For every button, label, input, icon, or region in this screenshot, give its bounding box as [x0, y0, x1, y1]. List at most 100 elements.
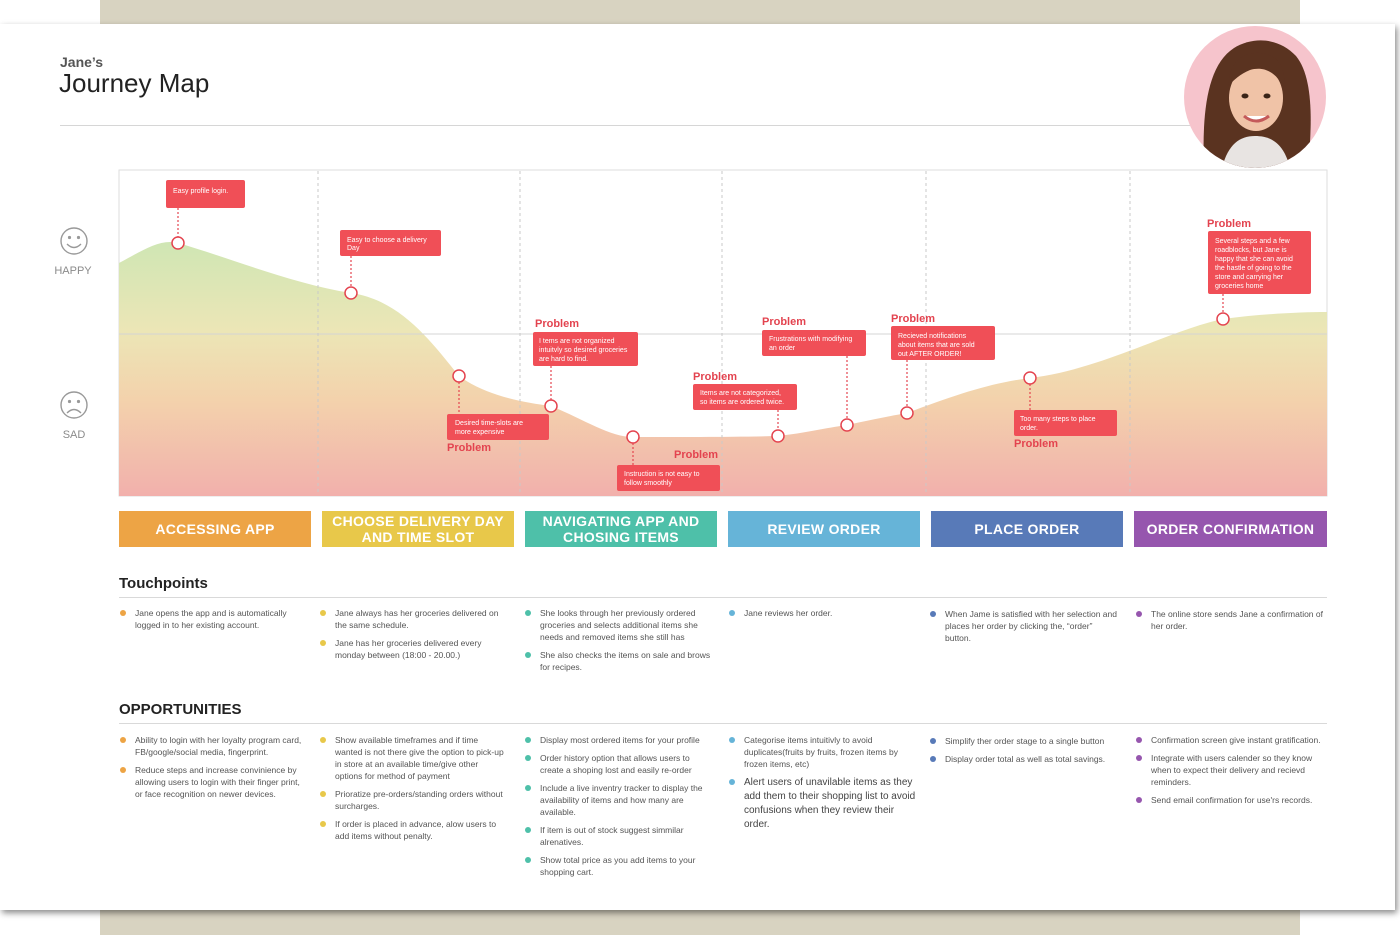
problem-label: Problem [674, 449, 718, 461]
list-item: Reduce steps and increase convinience by… [119, 764, 307, 800]
note-line: Day [347, 245, 360, 252]
note-line: Recieved notifications [898, 333, 967, 340]
list-item: Display most ordered items for your prof… [524, 734, 712, 746]
bullet-dot [525, 610, 531, 616]
stage-navigating-app: NAVIGATING APP AND CHOSING ITEMS [525, 511, 717, 547]
sad-label: SAD [63, 429, 86, 441]
note-line: more expensive [455, 429, 505, 436]
bullet-dot [525, 652, 531, 658]
note-line: happy that she can avoid [1215, 256, 1293, 263]
top-backdrop-band [100, 0, 1300, 24]
note-line: Easy profile login. [173, 188, 228, 195]
bullet-dot [1136, 611, 1142, 617]
persona-name: Jane’s [60, 54, 104, 70]
bullet-dot [525, 785, 531, 791]
avatar [1184, 26, 1326, 168]
list-item: Jane opens the app and is automatically … [119, 607, 307, 631]
happy-label: HAPPY [54, 265, 92, 277]
touchpoints-divider [119, 597, 1327, 598]
list-item: Jane always has her groceries delivered … [319, 607, 507, 631]
bullet-dot [320, 791, 326, 797]
stage-order-confirmation: ORDER CONFIRMATION [1134, 511, 1327, 547]
sad-face-icon [60, 391, 88, 419]
list-item: Simplify ther order stage to a single bu… [929, 735, 1117, 747]
note-easy-delivery-day: Easy to choose a delivery Day [340, 230, 441, 300]
bullet-dot [930, 611, 936, 617]
touchpoints-col-review: Jane reviews her order. [728, 607, 916, 625]
bullet-dot [525, 737, 531, 743]
note-problem-not-organized: Problem I tems are not organized intuitv… [533, 318, 638, 413]
list-item: Jane reviews her order. [728, 607, 916, 619]
list-item: If order is placed in advance, alow user… [319, 818, 507, 842]
stage-place-order: PLACE ORDER [931, 511, 1123, 547]
note-problem-too-many-steps: Too many steps to place order. Problem [1014, 371, 1117, 450]
list-item: Include a live inventry tracker to displ… [524, 782, 712, 818]
note-line: are hard to find. [539, 356, 588, 363]
note-problem-time-slots: Desired time-slots are more expensive Pr… [447, 369, 549, 454]
bullet-dot [120, 737, 126, 743]
problem-label: Problem [693, 371, 737, 383]
note-line: Items are not categorized, [700, 390, 781, 397]
opportunities-col-accessing: Ability to login with her loyalty progra… [119, 734, 307, 806]
problem-label: Problem [1014, 438, 1058, 450]
list-item: Categorise items intuitivly to avoid dup… [728, 734, 918, 770]
note-line: store and carrying her [1215, 274, 1284, 281]
bullet-dot [525, 827, 531, 833]
list-item: Integrate with users calender so they kn… [1135, 752, 1327, 788]
opportunities-divider [119, 723, 1327, 724]
list-item: Alert users of unavilable items as they … [728, 776, 918, 832]
list-item: She looks through her previously ordered… [524, 607, 712, 643]
problem-label: Problem [1207, 218, 1251, 230]
note-line: Several steps and a few [1215, 238, 1291, 245]
bottom-backdrop-band [100, 910, 1300, 935]
bullet-dot [320, 737, 326, 743]
note-line: about items that are sold [898, 342, 975, 349]
note-line: the hastle of going to the [1215, 265, 1292, 272]
note-line: out AFTER ORDER! [898, 351, 961, 358]
problem-label: Problem [535, 318, 579, 330]
list-item: The online store sends Jane a confirmati… [1135, 608, 1323, 632]
note-line: Too many steps to place [1020, 416, 1096, 423]
stage-review-order: REVIEW ORDER [728, 511, 920, 547]
opportunities-col-review: Categorise items intuitivly to avoid dup… [728, 734, 918, 838]
problem-label: Problem [447, 442, 491, 454]
note-line: groceries home [1215, 283, 1263, 290]
list-item: When Jame is satisfied with her selectio… [929, 608, 1117, 644]
list-item: Send email confirmation for use'rs recor… [1135, 794, 1327, 806]
bullet-dot [1136, 797, 1142, 803]
bullet-dot [525, 755, 531, 761]
note-line: I tems are not organized [539, 338, 615, 345]
bullet-dot [120, 610, 126, 616]
touchpoints-col-confirmation: The online store sends Jane a confirmati… [1135, 608, 1323, 638]
bullet-dot [1136, 755, 1142, 761]
opportunities-heading: OPPORTUNITIES [119, 701, 242, 718]
bullet-dot [729, 737, 735, 743]
list-item: Order history option that allows users t… [524, 752, 712, 776]
list-item: Show total price as you add items to you… [524, 854, 712, 878]
header-divider [60, 125, 1190, 126]
touchpoints-heading: Touchpoints [119, 575, 208, 592]
list-item: Confirmation screen give instant gratifi… [1135, 734, 1327, 746]
note-line: order. [1020, 425, 1038, 432]
opportunities-col-confirmation: Confirmation screen give instant gratifi… [1135, 734, 1327, 812]
list-item: She also checks the items on sale and br… [524, 649, 712, 673]
note-problem-sold-out: Problem Recieved notifications about ite… [891, 313, 995, 420]
bullet-dot [729, 779, 735, 785]
note-line: follow smoothly [624, 480, 672, 487]
note-line: Instruction is not easy to [624, 471, 700, 478]
note-problem-roadblocks: Problem Several steps and a few roadbloc… [1207, 218, 1311, 326]
touchpoints-col-place: When Jame is satisfied with her selectio… [929, 608, 1117, 650]
note-line: Frustrations with modifying [769, 336, 852, 343]
touchpoints-col-navigating: She looks through her previously ordered… [524, 607, 712, 679]
problem-label: Problem [762, 316, 806, 328]
stage-choose-delivery: CHOOSE DELIVERY DAY AND TIME SLOT [322, 511, 514, 547]
bullet-dot [320, 640, 326, 646]
note-problem-modifying: Problem Frustrations with modifying an o… [762, 316, 866, 432]
list-item: Prioratize pre-orders/standing orders wi… [319, 788, 507, 812]
note-line: intuitvly so desired groceries [539, 347, 628, 354]
note-problem-not-categorized: Problem Items are not categorized, so it… [693, 371, 797, 443]
list-item: Show available timeframes and if time wa… [319, 734, 507, 782]
list-item: Display order total as well as total sav… [929, 753, 1117, 765]
stage-accessing-app: ACCESSING APP [119, 511, 311, 547]
